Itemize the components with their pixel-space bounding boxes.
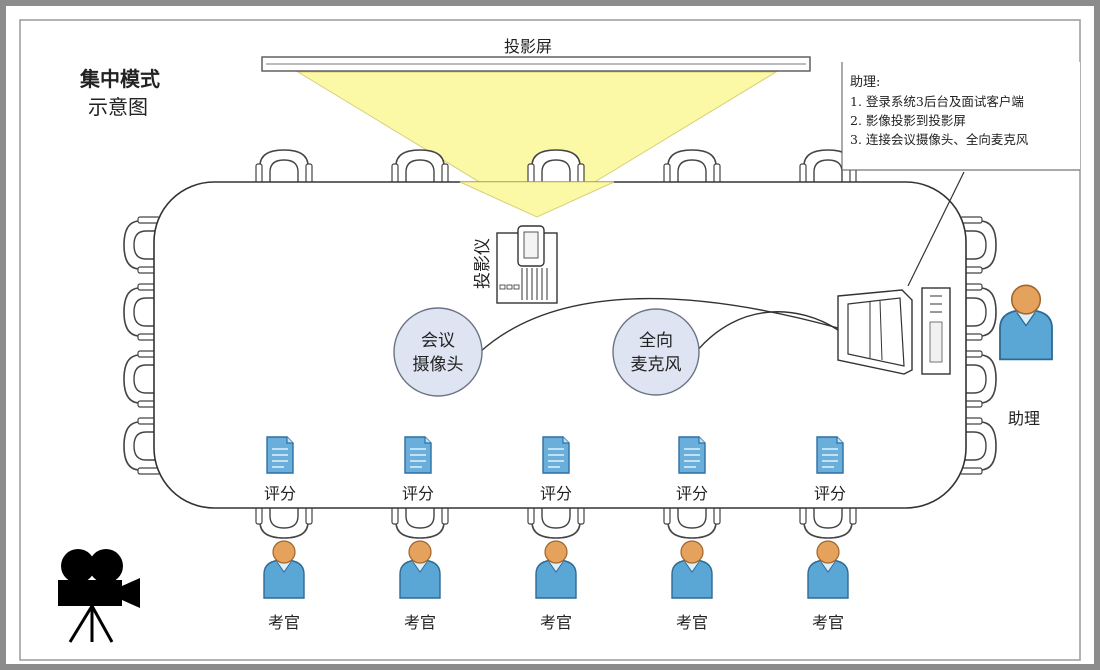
examiner-label-3: 考官 bbox=[540, 613, 572, 632]
diagram-title-line2: 示意图 bbox=[88, 95, 148, 119]
score-doc-5 bbox=[816, 436, 844, 474]
assistant-note-item-3: 3. 连接会议摄像头、全向麦克风 bbox=[850, 132, 1029, 147]
camera-label-line1: 会议 bbox=[421, 331, 455, 351]
examiner-label-2: 考官 bbox=[404, 613, 436, 632]
omni-microphone: 全向 麦克风 bbox=[612, 308, 700, 396]
screen-label: 投影屏 bbox=[504, 37, 552, 56]
score-label-5: 评分 bbox=[814, 484, 846, 503]
microphone-label-line1: 全向 bbox=[639, 331, 673, 351]
assistant-note: 助理: 1. 登录系统3后台及面试客户端 2. 影像投影到投影屏 3. 连接会议… bbox=[841, 62, 1080, 171]
conference-camera: 会议 摄像头 bbox=[393, 307, 483, 397]
projection-beam bbox=[296, 71, 778, 218]
projection-screen bbox=[261, 56, 811, 72]
diagram-title-line1: 集中模式 bbox=[79, 67, 160, 91]
camera-cable bbox=[479, 297, 839, 353]
microphone-label-line2: 麦克风 bbox=[631, 355, 682, 375]
assistant-note-item-1: 1. 登录系统3后台及面试客户端 bbox=[850, 94, 1024, 109]
assistant-label: 助理 bbox=[1008, 409, 1040, 428]
examiner-label-1: 考官 bbox=[268, 613, 300, 632]
examiner-label-5: 考官 bbox=[812, 613, 844, 632]
microphone-cable bbox=[695, 311, 839, 353]
assistant-note-pointer bbox=[907, 171, 965, 287]
score-label-4: 评分 bbox=[676, 484, 708, 503]
computer-icon bbox=[837, 287, 951, 375]
score-label-3: 评分 bbox=[540, 484, 572, 503]
score-label-2: 评分 bbox=[402, 484, 434, 503]
examiner-label-4: 考官 bbox=[676, 613, 708, 632]
projection-beam-tip bbox=[459, 181, 615, 218]
video-camera-icon bbox=[58, 549, 140, 643]
score-label-1: 评分 bbox=[264, 484, 296, 503]
camera-label-line2: 摄像头 bbox=[413, 355, 464, 375]
score-doc-4 bbox=[678, 436, 706, 474]
assistant-note-heading: 助理: bbox=[850, 75, 880, 90]
assistant-note-item-2: 2. 影像投影到投影屏 bbox=[850, 113, 966, 128]
projector bbox=[496, 225, 558, 304]
score-doc-1 bbox=[266, 436, 294, 474]
score-doc-3 bbox=[542, 436, 570, 474]
projector-label: 投影仪 bbox=[473, 238, 493, 289]
score-doc-2 bbox=[404, 436, 432, 474]
